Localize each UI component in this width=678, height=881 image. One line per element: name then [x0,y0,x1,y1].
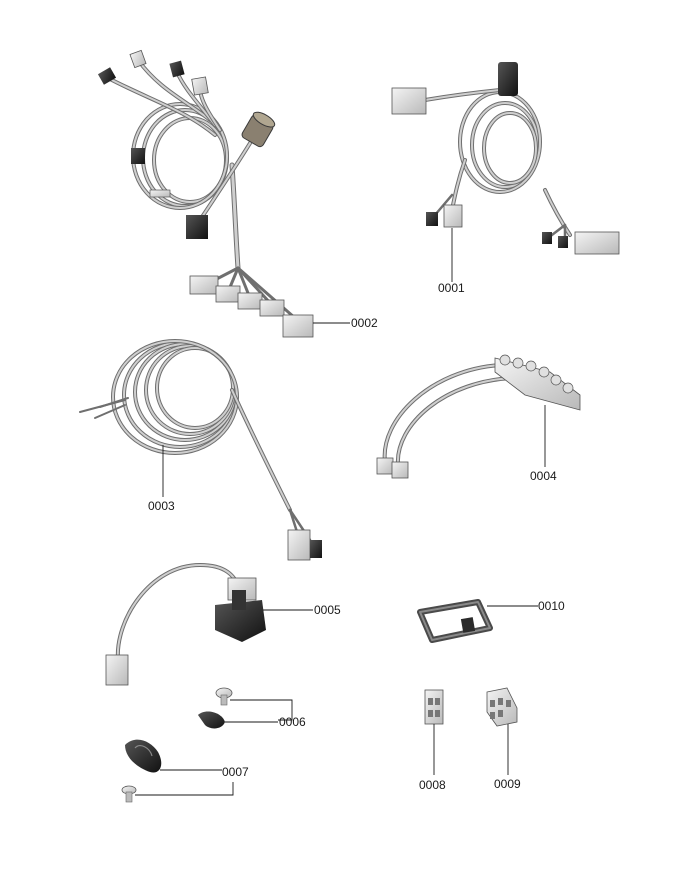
part-0009-terminal-connector [486,687,518,775]
part-labels: 0001 0002 0003 0004 0005 0006 0007 0008 … [148,281,565,792]
label-0002: 0002 [351,316,378,330]
part-0007-strap-and-screw [121,739,234,803]
label-0001: 0001 [438,281,465,295]
part-0002-connector-row [189,275,314,338]
part-0002-cable-harness [97,49,350,338]
part-0004-terminal-modules [494,354,581,411]
label-0007: 0007 [222,765,249,779]
part-0004-terminal-block [376,354,581,479]
label-0006: 0006 [279,715,306,729]
label-0008: 0008 [419,778,446,792]
part-0001-cable-harness [391,62,620,282]
part-0006-screw-and-clip [198,687,293,729]
label-0010: 0010 [538,599,565,613]
part-0005-socket-assembly [105,563,313,686]
part-0010-gasket-frame [417,599,538,643]
part-0003-cable-coil [79,339,322,561]
label-0005: 0005 [314,603,341,617]
label-0009: 0009 [494,777,521,791]
part-0007-leader-b [135,782,234,796]
part-0006-leader-a [230,699,293,721]
part-0008-terminal-connector [424,689,444,775]
label-0004: 0004 [530,469,557,483]
label-0003: 0003 [148,499,175,513]
